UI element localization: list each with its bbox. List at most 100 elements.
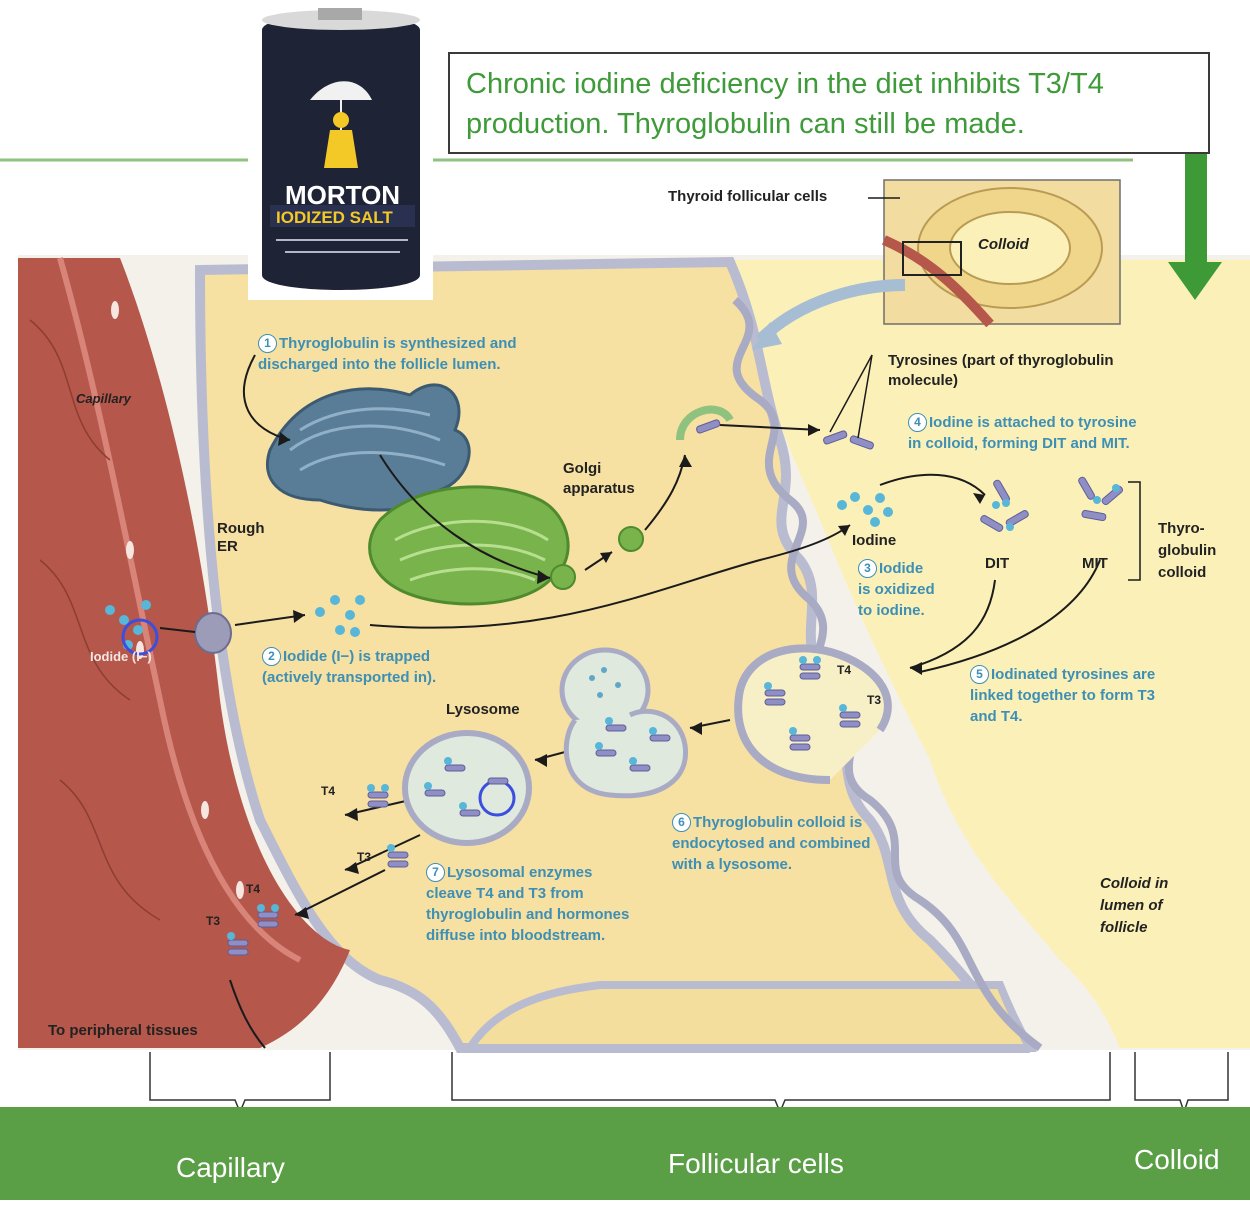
step-7-line4: diffuse into bloodstream. bbox=[426, 927, 606, 944]
label-to-peripheral-tissues: To peripheral tissues bbox=[48, 1022, 198, 1039]
step-3-line1: Iodide bbox=[879, 560, 924, 577]
label-t3-release: T3 bbox=[357, 850, 372, 864]
step-3-number: 3 bbox=[858, 559, 877, 578]
salt-spout bbox=[318, 8, 362, 20]
label-t3-blood: T3 bbox=[206, 914, 221, 928]
step-7-line1: Lysosomal enzymes bbox=[447, 864, 593, 881]
salt-label-band bbox=[270, 205, 415, 227]
label-t4-vesicle: T4 bbox=[837, 663, 852, 677]
label-iodide: Iodide (I−) bbox=[90, 649, 152, 664]
step-7-line2: cleave T4 and T3 from bbox=[426, 885, 584, 902]
mit-iodine bbox=[1093, 484, 1120, 504]
step-1-line2: discharged into the follicle lumen. bbox=[258, 356, 501, 373]
step-5-line1: Iodinated tyrosines are bbox=[991, 666, 1156, 683]
bottom-label-colloid: Colloid bbox=[1134, 1144, 1220, 1175]
lysosome-enzymes bbox=[589, 667, 621, 698]
step-1-line1: Thyroglobulin is synthesized and bbox=[279, 335, 517, 352]
rough-er-folds bbox=[289, 407, 446, 472]
lysosome-fused bbox=[563, 708, 689, 799]
iodide-dots-cell bbox=[315, 595, 365, 637]
step-5-number: 5 bbox=[970, 665, 989, 684]
inset-colloid bbox=[949, 211, 1071, 285]
green-down-arrow-head bbox=[1168, 262, 1222, 300]
step-7-number: 7 bbox=[426, 863, 445, 882]
thyroglobulin-bracket bbox=[1128, 481, 1141, 581]
step-4-line2: in colloid, forming DIT and MIT. bbox=[908, 435, 1130, 452]
tyrosine-molecules bbox=[696, 419, 874, 450]
bottom-label-follicular-cells: Follicular cells bbox=[668, 1148, 844, 1179]
label-tyrosines-line1: Tyrosines (part of thyroglobulin bbox=[888, 352, 1114, 369]
label-iodine: Iodine bbox=[852, 532, 897, 549]
endocytic-vesicle bbox=[734, 644, 892, 784]
label-rough-er-line1: Rough bbox=[217, 520, 265, 537]
step-6-line2: endocytosed and combined bbox=[672, 835, 871, 852]
callout-line-2: production. Thyroglobulin can still be m… bbox=[466, 108, 1025, 140]
step-6-number: 6 bbox=[672, 813, 691, 832]
label-t4-blood: T4 bbox=[246, 882, 261, 896]
label-lysosome: Lysosome bbox=[446, 701, 520, 718]
label-dit: DIT bbox=[985, 555, 1010, 572]
step-6-line3: with a lysosome. bbox=[672, 856, 793, 873]
iodine-deficiency-callout: Chronic iodine deficiency in the diet in… bbox=[448, 52, 1210, 154]
umbrella-icon bbox=[310, 81, 372, 100]
green-down-arrow-shaft bbox=[1185, 128, 1207, 270]
secretory-vesicle bbox=[550, 564, 576, 590]
step-7-line3: thyroglobulin and hormones bbox=[426, 906, 630, 923]
label-colloid-lumen-line1: Colloid in bbox=[1100, 875, 1169, 892]
label-mit: MIT bbox=[1082, 555, 1108, 572]
label-colloid-lumen-line2: lumen of bbox=[1100, 897, 1163, 914]
label-capillary: Capillary bbox=[76, 391, 131, 406]
zoom-arrow-head bbox=[752, 322, 782, 350]
label-golgi-line1: Golgi bbox=[563, 460, 602, 477]
inset-zoom-box bbox=[902, 241, 962, 276]
label-thyroglobulin-colloid-line1: Thyro- bbox=[1158, 520, 1205, 537]
tyrosine-pointer bbox=[829, 354, 873, 433]
label-rough-er-line2: ER bbox=[217, 538, 238, 555]
region-braces bbox=[149, 1052, 1229, 1115]
step-5-line2: linked together to form T3 bbox=[970, 687, 1156, 704]
bottom-bar bbox=[0, 1107, 1250, 1200]
callout-line-1: Chronic iodine deficiency in the diet in… bbox=[466, 68, 1104, 100]
golgi-folds bbox=[394, 519, 549, 582]
dit-iodine bbox=[992, 499, 1014, 531]
rough-er bbox=[266, 383, 471, 512]
label-t4-release: T4 bbox=[321, 784, 336, 798]
capillary-pore bbox=[126, 541, 134, 559]
label-colloid-inset: Colloid bbox=[978, 236, 1029, 253]
salt-product: IODIZED SALT bbox=[276, 208, 393, 227]
step-2-line1: Iodide (I−) is trapped bbox=[283, 648, 431, 665]
label-thyroglobulin-colloid-line3: colloid bbox=[1158, 564, 1207, 581]
secretory-vesicle bbox=[618, 526, 644, 552]
step-3-line2: is oxidized bbox=[858, 581, 935, 598]
salt-brand: MORTON bbox=[285, 180, 401, 210]
arrow-heads bbox=[278, 424, 985, 919]
inset-capillary bbox=[882, 235, 994, 328]
step-2-number: 2 bbox=[262, 647, 281, 666]
iodide-dots-capillary bbox=[105, 600, 151, 650]
label-tyrosines-line2: molecule) bbox=[888, 372, 959, 389]
bottom-label-capillary: Capillary bbox=[176, 1152, 285, 1183]
capillary-pore bbox=[236, 881, 244, 899]
tyrosine-pointer bbox=[857, 354, 873, 439]
capillary-pore bbox=[111, 301, 119, 319]
step-6-line1: Thyroglobulin colloid is bbox=[693, 814, 863, 831]
hormone-iodine bbox=[227, 656, 847, 940]
exocytosis-vesicle bbox=[676, 405, 734, 441]
label-t3-vesicle: T3 bbox=[867, 693, 882, 707]
iodine-dots bbox=[837, 492, 893, 527]
lower-follicular-cell bbox=[462, 981, 1037, 1052]
step-4-line1: Iodine is attached to tyrosine bbox=[929, 414, 1137, 431]
capillary-texture bbox=[29, 319, 161, 921]
step-2-line2: (actively transported in). bbox=[262, 669, 437, 686]
step-4-number: 4 bbox=[908, 413, 927, 432]
iodide-pump bbox=[194, 612, 232, 654]
step-1-number: 1 bbox=[258, 334, 277, 353]
hormone-clusters bbox=[227, 663, 861, 956]
capillary-wall bbox=[57, 257, 302, 963]
